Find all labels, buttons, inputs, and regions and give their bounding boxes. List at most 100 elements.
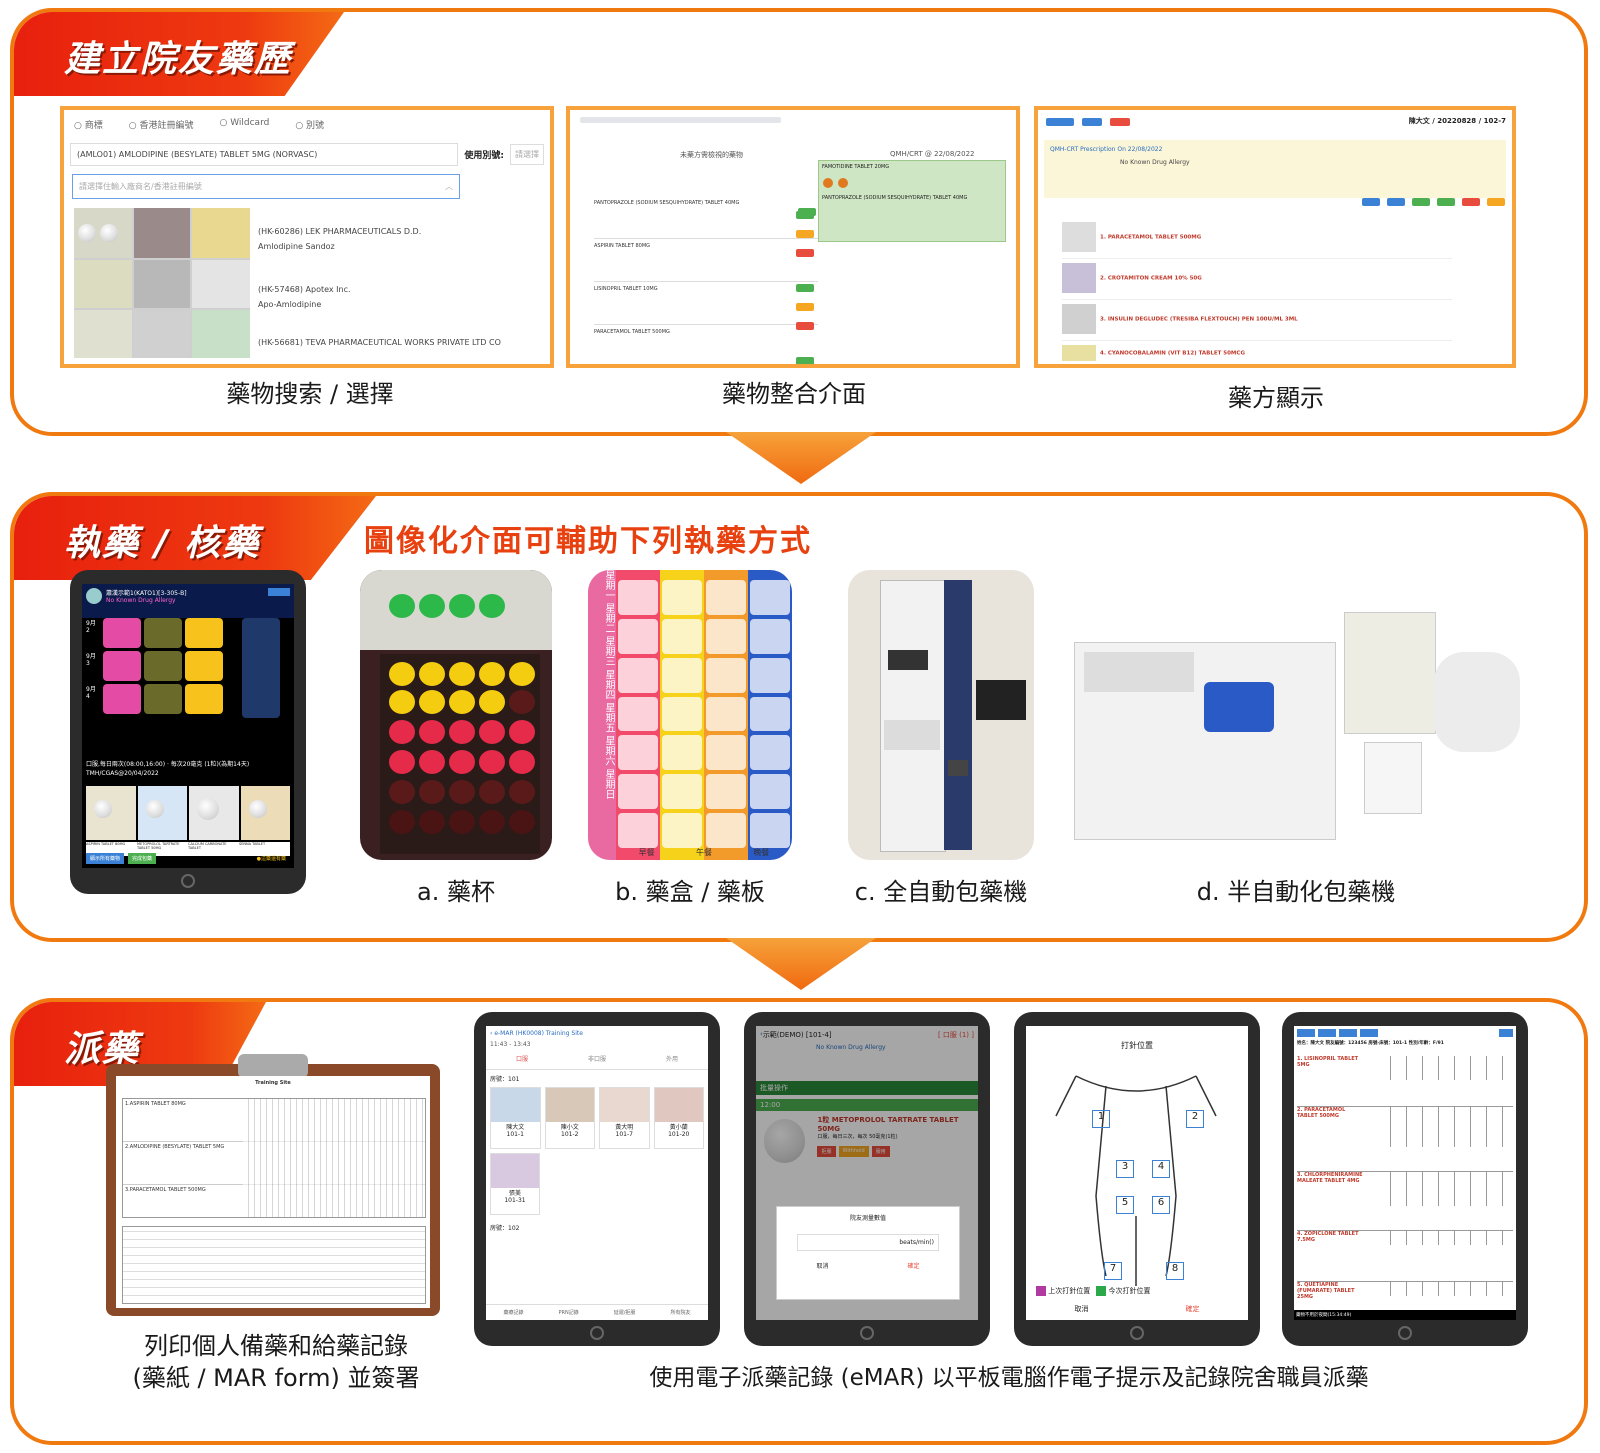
dose-grid: 9月 2 9月 3 9月 4 (86, 618, 236, 714)
radio-option[interactable]: ○ Wildcard (219, 118, 270, 128)
emar-tablet-residents: ‹ e-MAR (HK0008) Training Site 11:43 - 1… (474, 1012, 720, 1346)
dialog-ok-button[interactable]: 確定 (907, 1263, 920, 1270)
section-title-tab: 建立院友藥歷 (14, 12, 344, 96)
home-button[interactable] (590, 1326, 604, 1340)
section-title: 建立院友藥歷 (64, 39, 293, 80)
medicine-cups-photo (360, 570, 552, 860)
radio-option[interactable]: ○ 商標 (74, 121, 103, 131)
search-result-item[interactable]: (HK-56681) TEVA PHARMACEUTICAL WORKS PRI… (258, 338, 501, 347)
tab-external[interactable]: 外用 (665, 1056, 678, 1063)
tab-oral[interactable]: 口服 (515, 1056, 528, 1063)
medicine-cup (419, 810, 445, 834)
show-all-drugs-button[interactable]: 顯示所有藥物 (86, 853, 125, 864)
medicine-cup (509, 810, 535, 834)
caption-drug-search: 藥物搜索 / 選擇 (226, 380, 394, 408)
emar-tablet-injection: 打針位置 1 2 3 4 5 6 7 8 上次打針位置 今次打針位置 取消 確定 (1014, 1012, 1260, 1346)
prescription-item: 4. CYANOCOBALAMIN (VIT B12) TABLET 50MCG (1062, 345, 1452, 364)
home-button[interactable] (1398, 1326, 1412, 1340)
caption-prescription: 藥方顯示 (1228, 384, 1324, 412)
tablet-actions: 顯示所有藥物 完成包藥 ●這藥還有藥 (86, 853, 290, 864)
injection-site[interactable]: 1 (1092, 1110, 1110, 1128)
section-dispensing: 執藥 / 核藥 圖像化介面可輔助下列執藥方式 蕭漢示範1(KATO1)[3-30… (10, 492, 1588, 942)
section-title-tab: 執藥 / 核藥 (14, 496, 376, 580)
dose-instruction: 口服,每日兩次(08:00,16:00) · 每次20毫克 (1粒)(為期14天… (86, 761, 250, 777)
radio-option[interactable]: ○ 別號 (295, 121, 325, 131)
print-button[interactable] (268, 588, 290, 596)
finish-packing-button[interactable]: 完成包藥 (128, 853, 157, 864)
cancel-button[interactable]: 取消 (1074, 1305, 1089, 1313)
search-result-item[interactable]: (HK-57468) Apotex Inc. Apo-Amlodipine (258, 285, 351, 309)
pill-labels: ASPIRIN TABLET 80MG METOPROLOL TARTRATE … (86, 842, 290, 856)
measurement-input[interactable]: beats/min() (797, 1234, 939, 1251)
tablet-screen: ‹ e-MAR (HK0008) Training Site 11:43 - 1… (486, 1026, 708, 1320)
medicine-cup (479, 690, 505, 714)
flow-arrow-down-icon (726, 938, 876, 990)
caption-semi-auto-machine: d. 半自動化包藥機 (1196, 878, 1396, 906)
mar-form-clipboard: Training Site 1.ASPIRIN TABLET 80MG 2.AM… (106, 1054, 440, 1316)
pill-box-days: 星期一 星期二 星期三 星期四 星期五 星期六 星期日 (588, 570, 616, 860)
emar-tabs: 口服 非口服 外用 (486, 1048, 708, 1070)
taken-button[interactable]: 服用 (871, 1146, 890, 1157)
prescription-title: QMH-CRT Prescription On 22/08/2022 (1050, 146, 1163, 153)
patient-header: 陳大文 / 20220828 / 102-7 (1408, 117, 1506, 125)
drug-row: PANTOPRAZOLE (SODIUM SESQUIHYDRATE) TABL… (594, 200, 818, 239)
medicine-cup (389, 780, 415, 804)
medicine-cup (419, 594, 445, 618)
injection-site[interactable]: 8 (1166, 1262, 1184, 1280)
manufacturer-select[interactable]: 請選擇住輸入廠商名/香港註冊編號︿ (72, 174, 460, 199)
alias-select[interactable]: 請選擇 (510, 144, 544, 165)
injection-site[interactable]: 6 (1152, 1196, 1170, 1214)
new-prescription-block: FAMOTIDINE TABLET 20MG PANTOPRAZOLE (SOD… (818, 160, 1006, 242)
medicine-cup (479, 780, 505, 804)
batch-operation-bar[interactable]: 批量操作 (756, 1081, 978, 1095)
medicine-cup (389, 810, 415, 834)
avatar (86, 588, 102, 604)
medicine-cup (479, 810, 505, 834)
remaining-drug-indicator[interactable]: ●這藥還有藥 (256, 856, 286, 862)
medicine-cup (419, 780, 445, 804)
injection-title: 打針位置 (1121, 1041, 1153, 1050)
injection-site[interactable]: 4 (1152, 1160, 1170, 1178)
allergy-text: No Known Drug Allergy (1120, 159, 1190, 166)
caption-pill-box: b. 藥盒 / 藥板 (615, 878, 765, 906)
medicine-cup (509, 690, 535, 714)
withhold-button[interactable]: Withhold (838, 1146, 869, 1157)
injection-site[interactable]: 7 (1104, 1262, 1122, 1280)
pill-images (86, 786, 290, 840)
tablet-screen: 姓名：陳大文 院友編號：123456 房號-床號：101-1 性別/年齡：F/9… (1294, 1026, 1516, 1320)
medicine-cup (449, 690, 475, 714)
home-button[interactable] (860, 1326, 874, 1340)
tablet-header: 蕭漢示範1(KATO1)[3-305-B] No Known Drug Alle… (82, 584, 294, 618)
back-chevron-icon[interactable]: ‹ (760, 1030, 763, 1038)
back-chevron-icon[interactable]: ‹ (490, 1030, 495, 1037)
search-result-item[interactable]: (HK-60286) LEK PHARMACEUTICALS D.D. Amlo… (258, 227, 422, 251)
injection-site[interactable]: 3 (1116, 1160, 1134, 1178)
injection-site[interactable]: 5 (1116, 1196, 1134, 1214)
home-button[interactable] (1130, 1326, 1144, 1340)
mar-grid: 1.ASPIRIN TABLET 80MG 2.AMLODIPINE (BESY… (122, 1098, 426, 1218)
drug-field[interactable]: (AMLO01) AMLODIPINE (BESYLATE) TABLET 5M… (70, 143, 459, 166)
home-button[interactable] (181, 874, 195, 888)
dialog-cancel-button[interactable]: 取消 (816, 1263, 829, 1270)
injection-site[interactable]: 2 (1186, 1110, 1204, 1128)
medicine-cup (509, 780, 535, 804)
medicine-cup (449, 720, 475, 744)
pill-box-compartments (618, 580, 790, 848)
drug-row: LISINOPRIL TABLET 10MG (594, 286, 818, 325)
prescription-screenshot: 陳大文 / 20220828 / 102-7 QMH-CRT Prescript… (1034, 106, 1516, 368)
radio-option[interactable]: ○ 香港註冊編號 (128, 121, 194, 131)
clipboard-clip (238, 1054, 308, 1078)
prescription-item: 3. INSULIN DEGLUDEC (TRESIBA FLEXTOUCH) … (1062, 304, 1452, 341)
injection-legend: 上次打針位置 今次打針位置 (1036, 1286, 1150, 1296)
medicine-cup (449, 662, 475, 686)
search-type-radios: ○ 商標 ○ 香港註冊編號 ○ Wildcard ○ 別號 (64, 110, 550, 139)
confirm-button[interactable]: 確定 (1185, 1305, 1200, 1313)
tab-non-oral[interactable]: 非口服 (587, 1056, 606, 1063)
caption-emar: 使用電子派藥記錄 (eMAR) 以平板電腦作電子提示及記錄院舍職員派藥 (649, 1365, 1369, 1391)
refuse-button[interactable]: 拒服 (817, 1146, 836, 1157)
